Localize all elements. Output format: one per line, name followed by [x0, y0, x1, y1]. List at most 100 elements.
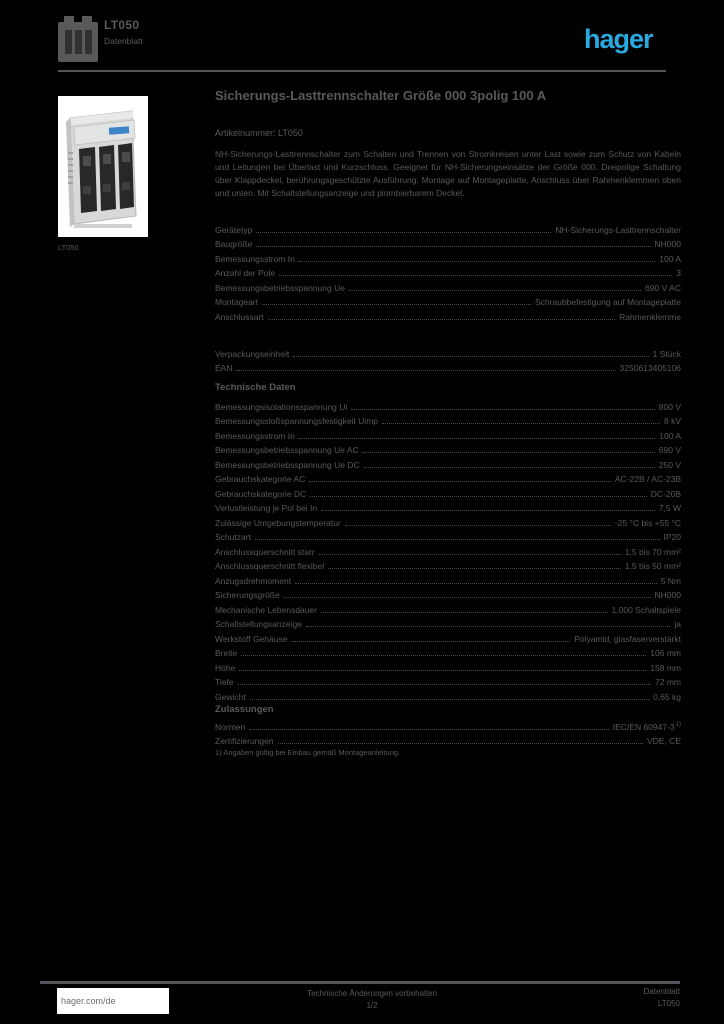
spec-value: ja: [674, 619, 681, 629]
spec-row: Sicherungsgröße NH000: [215, 586, 681, 600]
spec-label: Bemessungsstoßspannungsfestigkeit Uimp: [215, 416, 378, 426]
spec-value: Polyamid, glasfaserverstärkt: [574, 633, 681, 644]
spec-value: 7,5 W: [658, 503, 681, 513]
dotted-leader: [249, 698, 650, 700]
spec-row: Bemessungsstrom In 100 A: [215, 249, 681, 264]
spec-row: Bemessungsbetriebsspannung Ue AC 690 V: [215, 441, 681, 455]
spec-label: Bemessungsbetriebsspannung Ue AC: [215, 445, 359, 455]
dotted-leader: [362, 452, 655, 453]
spec-label: Mechanische Lebensdauer: [215, 604, 318, 615]
spec-value: Rahmenklemme: [619, 311, 681, 322]
spec-label: Anschlussquerschnitt flexibel: [215, 561, 325, 571]
spec-label: Breite: [215, 648, 238, 658]
spec-label: Schaltstellungsanzeige: [215, 619, 302, 629]
dotted-leader: [348, 289, 642, 291]
pictogram-svg: [58, 16, 98, 62]
spec-label: Bemessungsisolationsspannung Ui: [215, 401, 348, 412]
footer-center-line1: Technische Änderungen vorbehalten: [307, 989, 437, 998]
footer-right-line1: Datenblatt: [643, 987, 680, 996]
spec-label: Verlustleistung je Pol bei In: [215, 503, 318, 513]
spec-label: Normen: [215, 721, 246, 732]
spec-row: Anzugsdrehmoment 5 Nm: [215, 571, 681, 586]
dotted-leader: [382, 423, 660, 424]
spec-label: Bemessungsstrom In: [215, 430, 295, 441]
approval-rows: Normen IEC/EN 60947-3 1) Zertifizierunge…: [215, 717, 681, 747]
spec-value: 100 A: [659, 430, 681, 441]
footer-right: Datenblatt LT050: [600, 986, 680, 1010]
spec-value: 690 V: [658, 445, 681, 455]
spec-row: Anschlussart Rahmenklemme: [215, 307, 681, 322]
spec-row: Gerätetyp NH-Sicherungs-Lasttrennschalte…: [215, 220, 681, 235]
dotted-leader: [279, 275, 673, 276]
spec-row: Mechanische Lebensdauer 1.000 Schaltspie…: [215, 600, 681, 615]
dotted-leader: [283, 597, 651, 598]
spec-label: Gewicht: [215, 691, 246, 702]
spec-label: Gebrauchskategorie AC: [215, 474, 306, 484]
spec-value: 158 mm: [650, 662, 681, 673]
product-photo-svg: [58, 96, 148, 237]
spec-row: Normen IEC/EN 60947-3 1): [215, 717, 681, 732]
spec-label: Bemessungsstrom In: [215, 253, 295, 264]
spec-label: Anzahl der Pole: [215, 268, 276, 278]
spec-row: Bemessungsstoßspannungsfestigkeit Uimp 8…: [215, 412, 681, 426]
dotted-leader: [291, 640, 571, 642]
dotted-leader: [309, 481, 611, 482]
spec-label: Zertifizierungen: [215, 736, 274, 746]
spec-row: Verpackungseinheit 1 Stück: [215, 344, 681, 359]
spec-value: 1.000 Schaltspiele: [611, 604, 681, 615]
spec-row: Tiefe 72 mm: [215, 673, 681, 687]
dotted-leader: [254, 539, 660, 540]
dotted-leader: [318, 553, 621, 555]
spec-value: IP20: [663, 532, 682, 542]
spec-label: Gerätetyp: [215, 224, 253, 235]
spec-value: Schraubbefestigung auf Montageplatte: [534, 297, 681, 307]
spec-row: Gebrauchskategorie DC DC-20B: [215, 484, 681, 499]
dotted-leader: [236, 370, 616, 371]
spec-value: IEC/EN 60947-3: [612, 721, 675, 732]
spec-label: Baugröße: [215, 239, 253, 249]
spec-value: 0,65 kg: [653, 691, 681, 702]
dotted-leader: [310, 495, 647, 497]
spec-label: EAN: [215, 363, 233, 373]
spec-value: DC-20B: [650, 488, 681, 499]
spec-label: Anschlussquerschnitt starr: [215, 546, 315, 557]
spec-value: 3250613405106: [619, 363, 681, 373]
spec-row: Verlustleistung je Pol bei In 7,5 W: [215, 499, 681, 513]
footnote-text: 1) Angaben gültig bei Einbau gemäß Monta…: [215, 748, 401, 757]
spec-label: Anzugsdrehmoment: [215, 575, 292, 586]
footer-website-link[interactable]: hager.com/de: [61, 996, 116, 1006]
dotted-leader: [321, 510, 655, 511]
spec-row: Montageart Schraubbefestigung auf Montag…: [215, 293, 681, 307]
section-heading-approvals: Zulassungen: [215, 704, 274, 715]
dotted-leader: [305, 626, 671, 627]
hager-logo: hager: [584, 24, 654, 54]
dotted-leader: [293, 355, 649, 357]
spec-value: 1,5 bis 50 mm²: [624, 561, 681, 571]
spec-row: Anschlussquerschnitt flexibel 1,5 bis 50…: [215, 557, 681, 571]
spec-value: NH000: [654, 590, 681, 600]
dotted-leader: [328, 568, 621, 569]
spec-value: NH000: [654, 239, 681, 249]
spec-value: 800 V: [658, 401, 681, 412]
page-title: Sicherungs-Lasttrennschalter Größe 000 3…: [215, 88, 547, 103]
footer-page-indicator: 1/2: [366, 1001, 378, 1010]
dotted-leader: [344, 524, 611, 526]
spec-value: 3: [676, 268, 681, 278]
spec-value: 8 kV: [663, 416, 681, 426]
order-rows: Verpackungseinheit 1 Stück EAN 325061340…: [215, 344, 681, 374]
dotted-leader: [249, 728, 609, 730]
spec-label: Bemessungsbetriebsspannung Ue: [215, 282, 345, 293]
spec-value: 1 Stück: [652, 348, 681, 359]
spec-label: Zulässige Umgebungstemperatur: [215, 517, 341, 528]
photo-caption: LT050: [58, 243, 79, 252]
spec-row: Bemessungsstrom In 100 A: [215, 426, 681, 441]
spec-row: Schaltstellungsanzeige ja: [215, 615, 681, 629]
footer-website-box: hager.com/de: [57, 988, 169, 1014]
spec-label: Schutzart: [215, 532, 251, 542]
section-heading-technical: Technische Daten: [215, 382, 296, 393]
spec-label: Sicherungsgröße: [215, 590, 280, 600]
dotted-leader: [256, 231, 552, 233]
spec-value: 100 A: [659, 253, 681, 264]
dotted-leader: [241, 655, 647, 656]
dotted-leader: [237, 684, 652, 685]
